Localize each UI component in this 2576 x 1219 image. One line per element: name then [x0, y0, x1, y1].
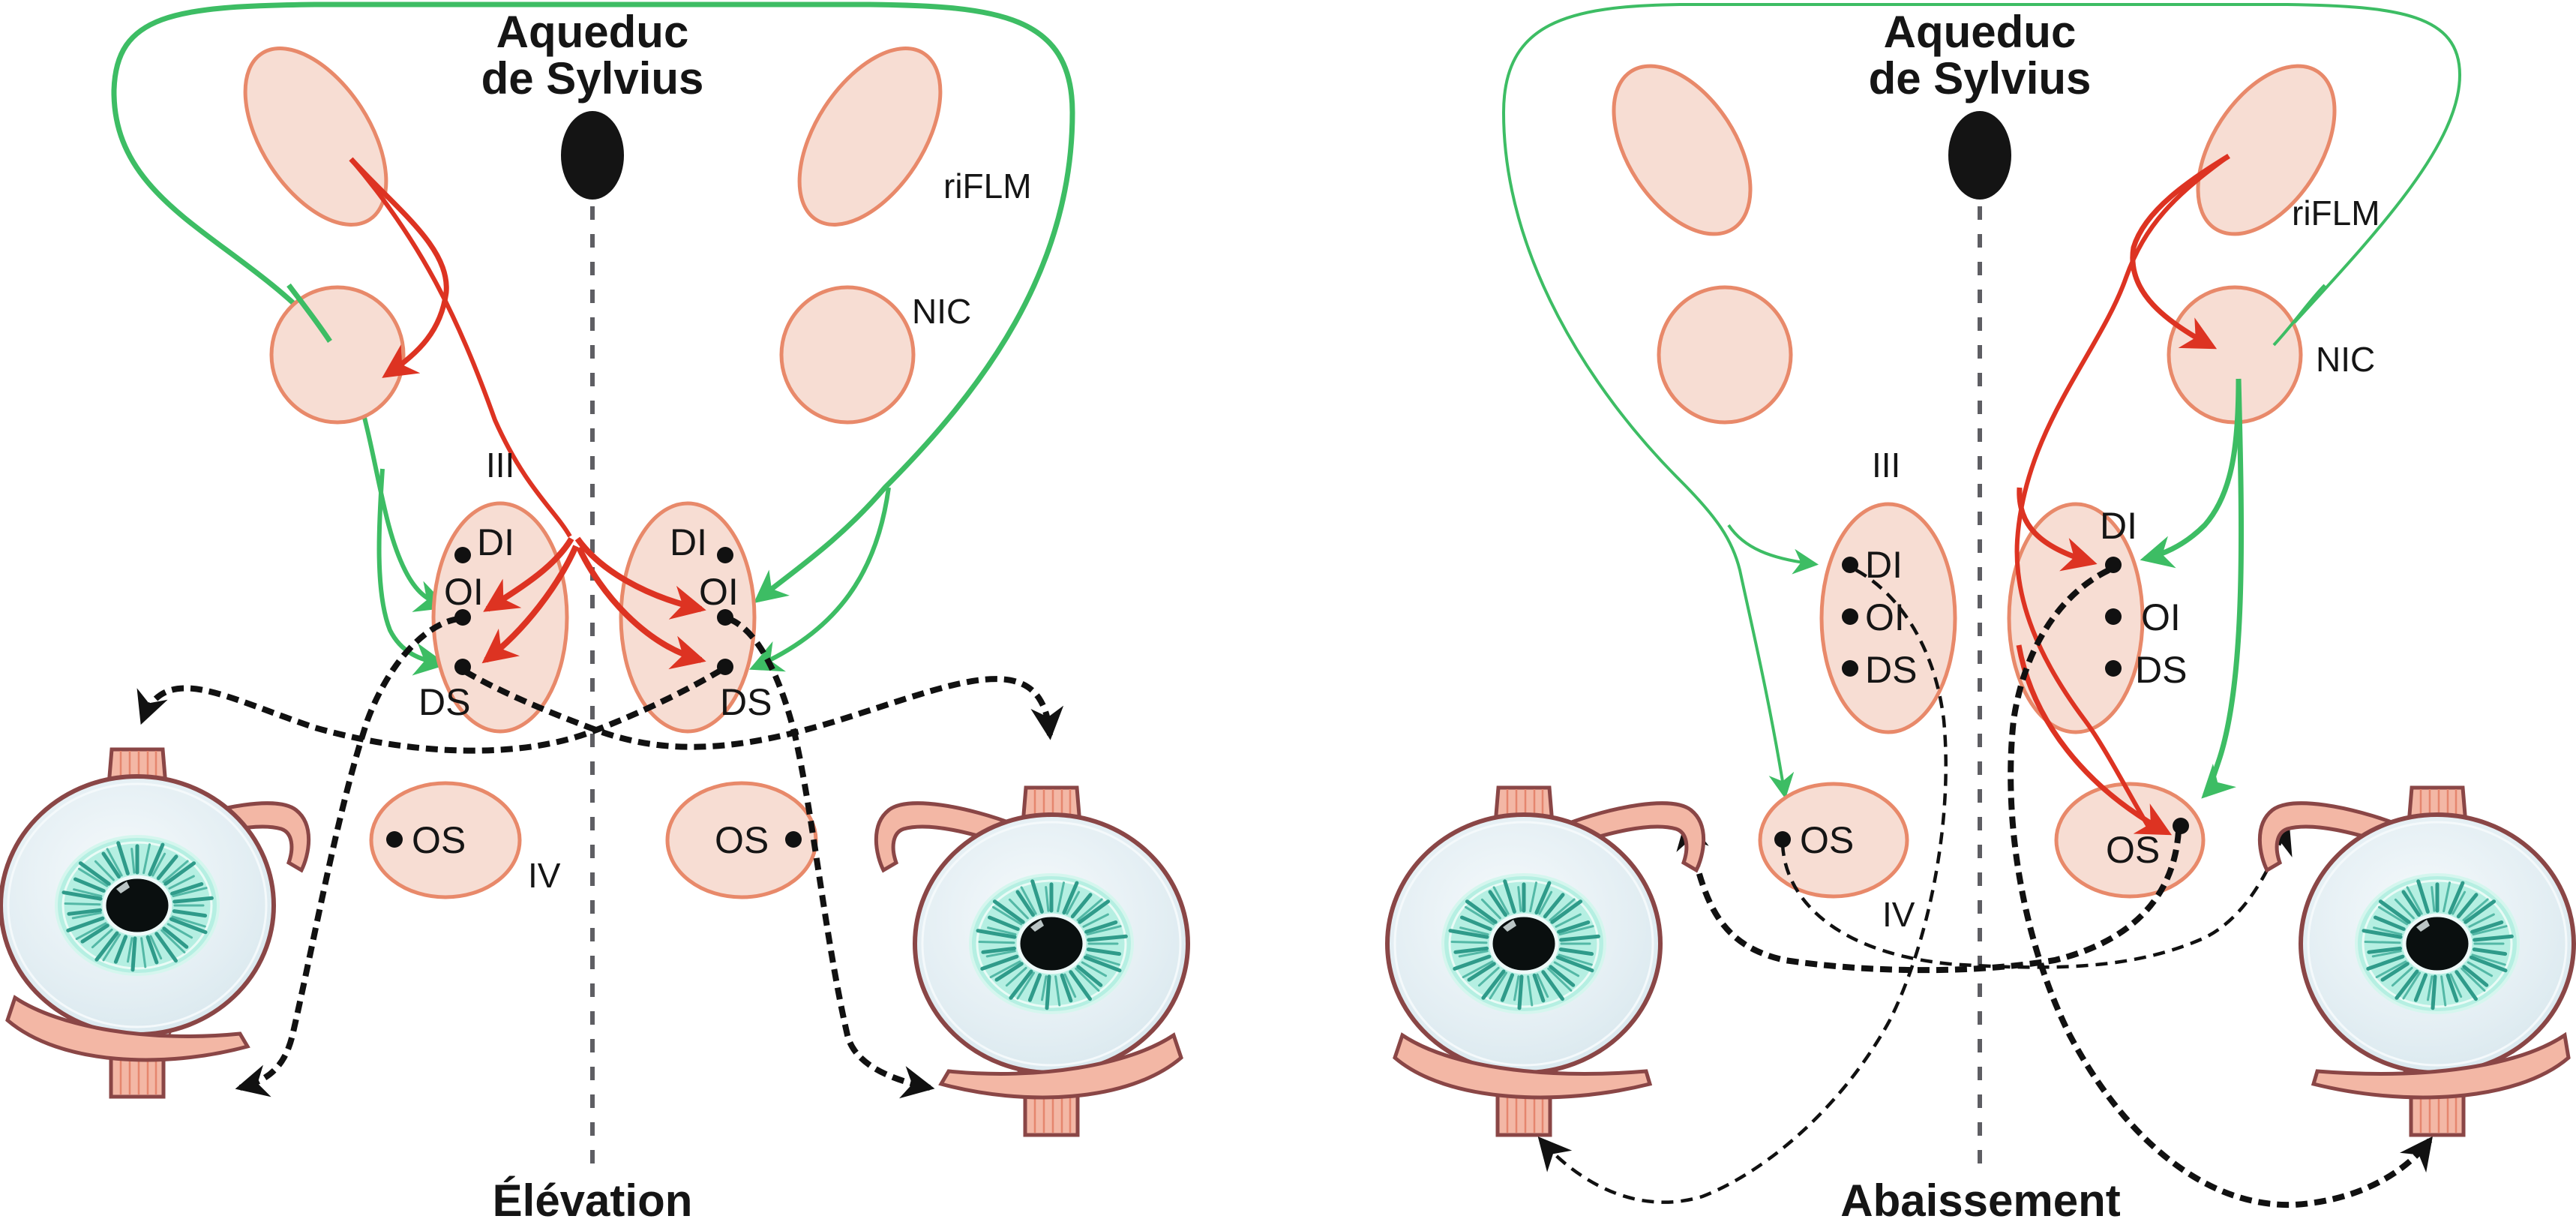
- right-riflm-nucleus: [797, 47, 943, 227]
- right-di-label: DI: [670, 521, 707, 563]
- aqueduct-of-sylvius: [1948, 111, 2011, 200]
- left-eye-inferior-oblique: [5, 995, 250, 1062]
- green-pathway-nic-to-right-os: [2201, 378, 2245, 799]
- right-ds-label: DS: [2135, 649, 2187, 691]
- riflm-label: riFLM: [2292, 194, 2380, 233]
- cn3-label: III: [1872, 446, 1900, 485]
- projection-left-os-to-right-eye-so: [1780, 820, 2293, 969]
- green-pathway-outer-branch: [748, 487, 891, 672]
- projection-left-oi-to-left-eye-io: [235, 616, 460, 1097]
- green-pathway-nic-to-oi: [354, 386, 449, 612]
- right-eye-superior-oblique: [874, 801, 1019, 873]
- cn4-label: IV: [1882, 895, 1915, 934]
- panel-elevation: Aqueduc de Sylvius riFLM NIC III DI OI D…: [1, 2, 1188, 1219]
- left-os-dot: [1774, 831, 1791, 848]
- right-eye-elevation: [874, 788, 1188, 1135]
- right-os-label: OS: [2106, 829, 2160, 871]
- green-pathway-outer-loop-thin: [1501, 2, 2462, 800]
- right-eye-abaissement: [2257, 788, 2574, 1135]
- nic-label: NIC: [2316, 340, 2375, 379]
- caption-abaissement: Abaissement: [1840, 1175, 2120, 1219]
- panel-abaissement: Aqueduc de Sylvius riFLM NIC III DI OI D…: [1387, 2, 2574, 1219]
- aqueduct-title-line1: Aqueduc: [1884, 7, 2077, 57]
- right-di-dot: [2105, 557, 2122, 573]
- left-eye-superior-oblique: [1561, 801, 1706, 873]
- right-ds-label: DS: [720, 681, 772, 723]
- green-pathway-nic-exit: [2272, 284, 2326, 347]
- right-os-dot: [2173, 818, 2189, 834]
- left-eye-elevation: [1, 749, 311, 1097]
- green-pathway-nic-to-ds: [376, 468, 448, 676]
- cn3-label: III: [486, 446, 514, 485]
- projection-right-di-to-left-eye-ir: [2008, 567, 2433, 1208]
- left-nic-nucleus: [269, 285, 406, 425]
- right-eye-inferior-oblique: [938, 1032, 1183, 1100]
- right-di-dot: [717, 547, 733, 563]
- right-os-dot: [785, 831, 802, 848]
- projection-left-ds-to-right-eye-sr: [463, 668, 1064, 750]
- left-ds-label: DS: [418, 681, 470, 723]
- left-ds-dot: [1842, 660, 1858, 677]
- aqueduct-of-sylvius: [561, 111, 624, 200]
- left-nic-nucleus: [1657, 285, 1793, 425]
- left-oi-dot: [1842, 608, 1858, 625]
- red-branch-left-ds: [481, 545, 579, 664]
- nic-label: NIC: [912, 292, 971, 331]
- right-ds-dot: [2105, 660, 2122, 677]
- projection-left-di-to-right-eye-ir: [1537, 569, 1948, 1204]
- left-oi-label: OI: [444, 571, 484, 613]
- right-nic-nucleus: [779, 285, 916, 425]
- left-di-label: DI: [477, 521, 514, 563]
- green-pathway-nic-entry: [286, 283, 332, 343]
- green-pathway-outer-loop: [111, 2, 1075, 604]
- projection-right-ds-to-left-eye-sr: [136, 667, 724, 754]
- projection-right-oi-to-right-eye-io: [727, 616, 935, 1099]
- aqueduct-title-line2: de Sylvius: [1869, 53, 2092, 104]
- left-di-dot: [1842, 557, 1858, 573]
- green-pathway-nic-to-right-di: [2140, 378, 2242, 569]
- projection-right-os-to-left-eye-so: [1676, 816, 2182, 974]
- left-di-dot: [454, 547, 471, 563]
- red-branch-left-oi: [483, 536, 574, 612]
- left-riflm-nucleus: [243, 47, 388, 227]
- riflm-label: riFLM: [943, 167, 1032, 206]
- right-oi-dot: [2105, 608, 2122, 625]
- left-os-label: OS: [1800, 819, 1854, 861]
- red-pathway-riflm-to-cn3: [2014, 154, 2230, 834]
- left-os-dot: [386, 831, 403, 848]
- left-ds-label: DS: [1865, 649, 1917, 691]
- right-di-label: DI: [2100, 505, 2137, 547]
- right-oi-label: OI: [699, 571, 739, 613]
- left-cn4-nucleus: [369, 781, 522, 899]
- left-oi-label: OI: [1865, 596, 1905, 638]
- right-eye-superior-oblique: [2257, 801, 2403, 873]
- red-pathway-riflm-to-nic: [349, 157, 449, 378]
- right-riflm-nucleus: [2196, 64, 2337, 236]
- right-oi-label: OI: [2141, 596, 2181, 638]
- left-os-label: OS: [412, 819, 466, 861]
- right-os-label: OS: [715, 819, 769, 861]
- caption-elevation: Élévation: [493, 1175, 693, 1219]
- aqueduct-title-line1: Aqueduc: [496, 7, 689, 57]
- green-pathway-to-left-di: [1727, 524, 1819, 575]
- left-cn4-nucleus: [1758, 782, 1909, 899]
- right-nic-nucleus: [2167, 285, 2303, 425]
- red-branch-right-oi: [574, 536, 706, 620]
- cn4-label: IV: [528, 856, 561, 895]
- red-branch-right-ds: [576, 546, 706, 670]
- red-pathway-riflm-to-cn3: [349, 158, 572, 538]
- red-branch-to-right-di: [2017, 487, 2098, 572]
- right-eye-inferior-oblique: [2311, 1031, 2571, 1100]
- left-di-label: DI: [1865, 544, 1903, 586]
- left-eye-abaissement: [1387, 788, 1706, 1135]
- red-pathway-riflm-to-nic: [2130, 154, 2230, 350]
- left-riflm-nucleus: [1612, 64, 1753, 236]
- left-eye-inferior-oblique: [1393, 1032, 1653, 1100]
- aqueduct-title-line2: de Sylvius: [481, 53, 704, 104]
